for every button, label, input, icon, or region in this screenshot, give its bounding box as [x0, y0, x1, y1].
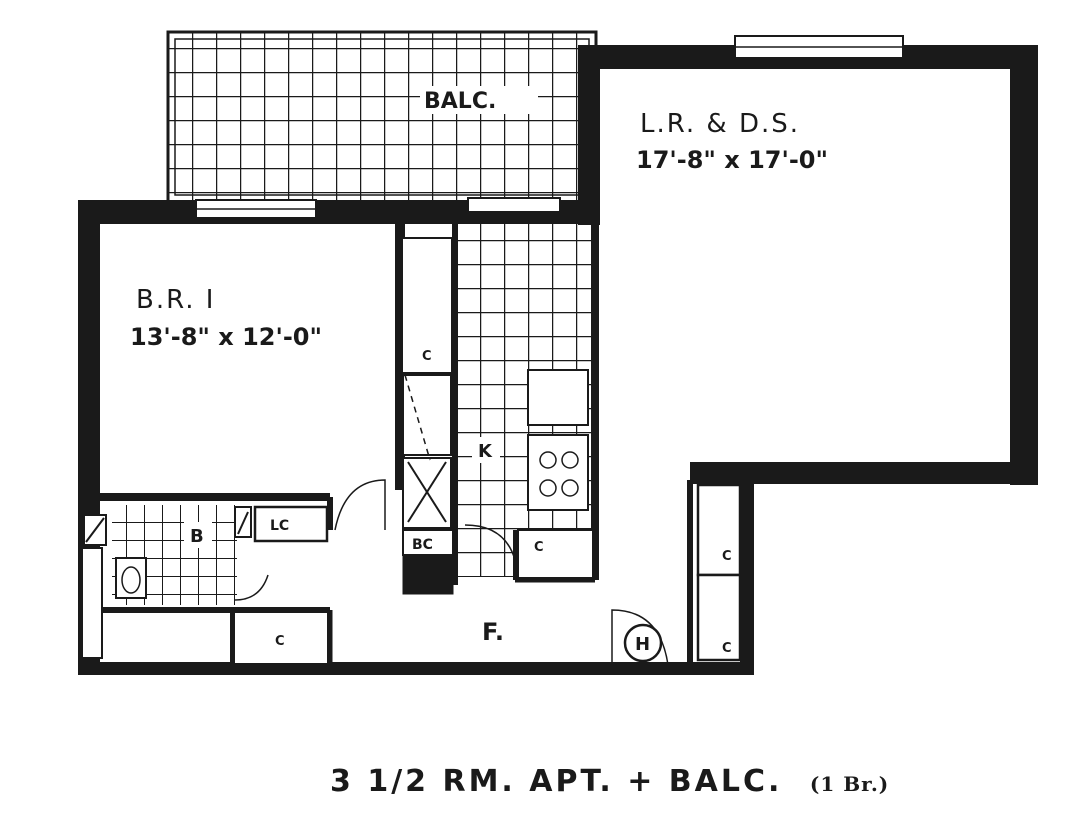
- living-room-size: 17'-8" x 17'-0": [636, 146, 828, 174]
- closet-label-5: C: [722, 641, 732, 656]
- closet-label-4: C: [722, 549, 732, 564]
- floor-plan: BALC. L.R. & D.S. 17'-8" x 17'-0" B.R. I…: [78, 30, 1038, 675]
- living-room-label: L.R. & D.S.: [640, 109, 800, 139]
- balcony-label: BALC.: [424, 89, 496, 114]
- windows: [195, 35, 904, 219]
- interior-walls: [100, 190, 693, 665]
- broom-closet-label: BC: [412, 537, 433, 553]
- closet-label-1: C: [422, 349, 432, 364]
- plan-caption: 3 1/2 RM. APT. + BALC. (1 Br.): [330, 764, 889, 799]
- caption-sub: (1 Br.): [809, 772, 890, 796]
- door-swings: [234, 374, 669, 666]
- linen-closet-label: LC: [270, 518, 289, 534]
- bedroom-size: 13'-8" x 12'-0": [130, 323, 322, 351]
- closet-label-2: C: [534, 540, 544, 555]
- closets: [81, 237, 742, 665]
- kitchen-label: K: [478, 441, 493, 462]
- closet-label-3: C: [275, 634, 285, 649]
- bedroom-label: B.R. I: [136, 285, 215, 315]
- heater-icon: [623, 623, 663, 663]
- foyer-label: F.: [482, 618, 504, 646]
- caption-main: 3 1/2 RM. APT. + BALC.: [330, 764, 783, 799]
- bath-label: B: [190, 526, 204, 547]
- heater-label: H: [635, 634, 650, 655]
- balcony: [166, 30, 598, 204]
